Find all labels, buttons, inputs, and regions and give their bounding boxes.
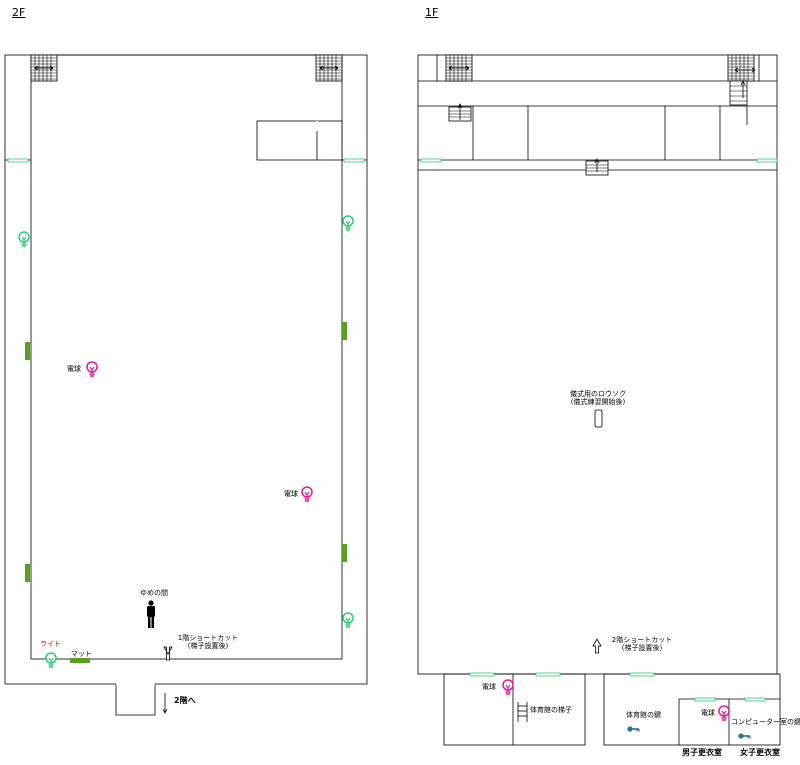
floor-2f [4,54,368,716]
light-bulb-icon[interactable] [18,231,30,247]
light-bulb-icon[interactable] [45,652,57,668]
bulb-label: 電球 [701,709,715,717]
ladder-icon[interactable] [517,702,528,722]
window [629,672,655,677]
candle-stand[interactable] [594,409,603,428]
window [343,158,365,163]
mat-label: マット [71,650,92,658]
pink-bulb-icon[interactable] [502,679,514,695]
shortcut-label: 1階ショートカット (梯子設置後) [172,634,244,651]
2f-exit-corridor [115,684,156,716]
pink-bulb-icon[interactable] [86,361,98,377]
girls-room-label: 女子更衣室 [740,748,780,757]
2f-inner-hall [30,54,343,660]
shortcut-line-1: 1階ショートカット [177,634,239,642]
window [469,672,495,677]
window [420,158,442,163]
person-icon[interactable] [147,600,155,628]
window [535,672,561,677]
pink-bulb-icon[interactable] [301,486,313,502]
stairs-icon [727,54,755,82]
floor-label-2f: 2F [12,6,26,19]
ladder-label: 体育館の梯子 [530,706,572,714]
changing-rooms [603,673,781,746]
bulb-label: 電球 [482,683,496,691]
1f-outer-wall [417,54,778,675]
light-bulb-icon[interactable] [342,215,354,231]
bulb-label: 電球 [284,490,298,498]
shortcut-line-2: (梯子設置後) [621,644,663,653]
to-floor-label: 2階へ [174,696,196,705]
candle-label: 儀式用のロウソク (儀式練習開始後) [558,390,638,407]
arrow-up-icon [592,638,602,654]
window [694,697,716,702]
shortcut-line-2: (梯子設置後) [187,642,229,651]
bulb-label: 電球 [67,365,81,373]
mat-block [342,544,347,562]
candle-line-2: (儀式練習開始後) [570,398,626,407]
arrow-down-icon [162,693,168,714]
floor-label-1f: 1F [425,6,439,19]
window [756,158,778,163]
light-bulb-icon[interactable] [342,612,354,628]
gym-key-label: 体育館の鍵 [626,711,661,719]
shortcut-line-1: 2階ショートカット [611,636,673,644]
mat-block [25,342,30,360]
window [7,158,29,163]
shortcut-label: 2階ショートカット (梯子設置後) [606,636,678,653]
boys-room-label: 男子更衣室 [682,748,722,757]
key-icon[interactable] [737,732,751,740]
candle-line-1: 儀式用のロウソク [570,390,626,398]
arrow-down-icon [163,646,173,661]
pink-bulb-icon[interactable] [718,705,730,721]
person-label: ゆめの間 [140,589,168,597]
pc-key-label: コンピューター室の鍵 [731,718,800,726]
mat[interactable] [70,658,90,663]
light-label: ライト [40,640,61,648]
gym-storage-room [443,673,586,746]
key-icon[interactable] [626,725,640,733]
mat-block [342,322,347,340]
window [744,697,766,702]
mat-block [25,564,30,582]
2f-side-room [256,120,343,161]
